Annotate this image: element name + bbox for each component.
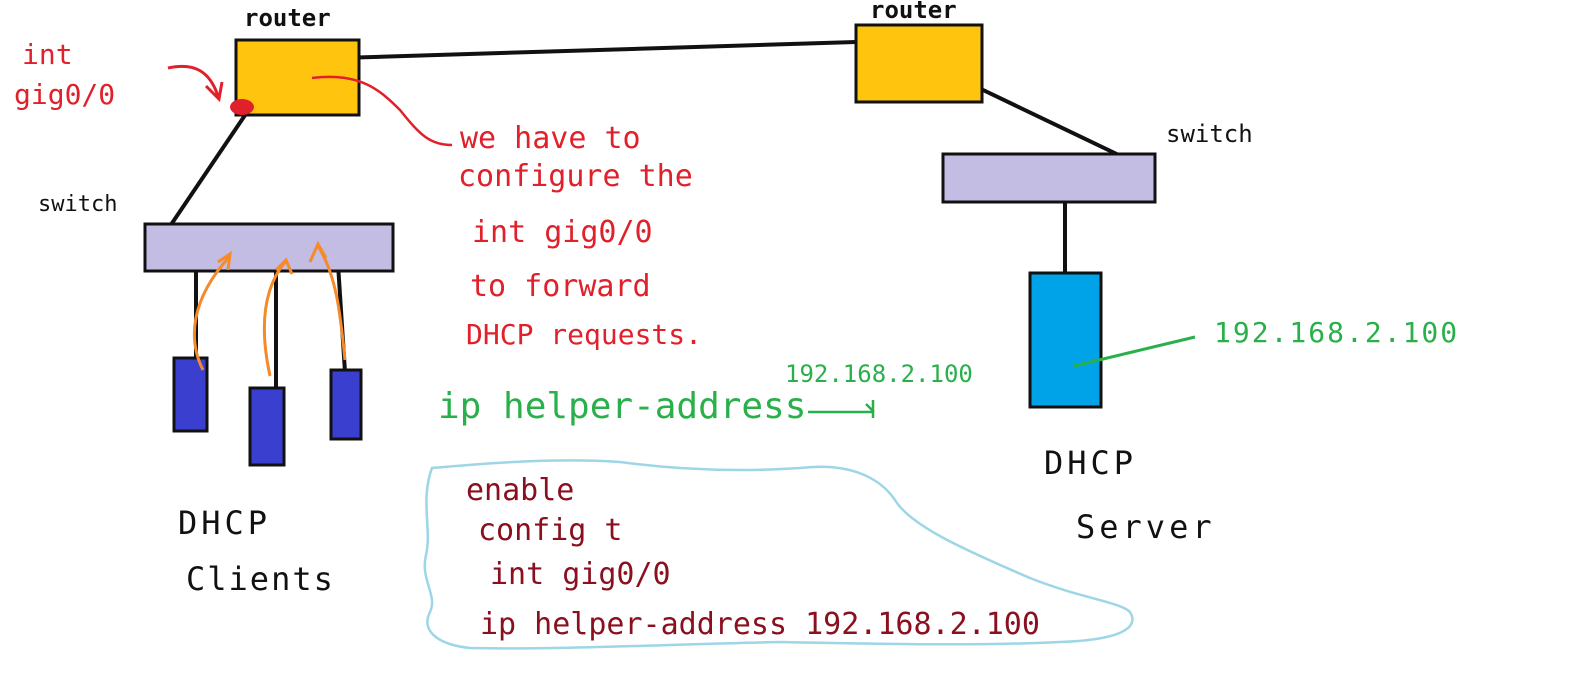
note-line-2: configure the bbox=[458, 159, 693, 194]
command-line-4: ip helper-address 192.168.2.100 bbox=[480, 607, 1040, 642]
command-line-3: int gig0/0 bbox=[490, 557, 671, 592]
right-router bbox=[854, 23, 984, 104]
note-connector bbox=[311, 75, 453, 147]
right-router-to-switch-link bbox=[957, 76, 1126, 160]
clients-label-line2: Clients bbox=[186, 560, 335, 598]
command-line-1: enable bbox=[466, 473, 574, 508]
server-label-line1: DHCP bbox=[1044, 444, 1137, 482]
interface-label-line1: int bbox=[22, 38, 73, 71]
interface-pointer-arrow bbox=[167, 64, 224, 103]
note-line-3: int gig0/0 bbox=[472, 215, 653, 250]
router-to-router-link bbox=[339, 40, 857, 60]
right-switch-label: switch bbox=[1166, 120, 1253, 148]
helper-ip-label: 192.168.2.100 bbox=[785, 360, 973, 388]
left-router bbox=[234, 38, 361, 117]
request-arrow-2 bbox=[262, 257, 294, 377]
interface-marker bbox=[230, 99, 254, 115]
server-ip-label: 192.168.2.100 bbox=[1214, 316, 1459, 349]
request-arrow-3 bbox=[308, 240, 347, 361]
command-cloud bbox=[423, 459, 1134, 650]
right-switch bbox=[941, 152, 1157, 204]
clients-label-line1: DHCP bbox=[178, 504, 271, 542]
command-line-2: config t bbox=[478, 513, 623, 548]
server-label-line2: Server bbox=[1076, 508, 1216, 546]
left-router-to-switch-link bbox=[160, 94, 260, 240]
note-line-4: to forward bbox=[470, 269, 651, 304]
note-line-5: DHCP requests. bbox=[466, 318, 702, 351]
dhcp-server bbox=[1028, 271, 1103, 409]
note-line-1: we have to bbox=[460, 121, 641, 156]
server-ip-pointer bbox=[1073, 335, 1196, 368]
dhcp-client-2 bbox=[248, 386, 286, 467]
dhcp-client-3 bbox=[329, 368, 363, 441]
right-router-label: router bbox=[870, 0, 957, 24]
left-switch bbox=[143, 222, 395, 273]
interface-label-line2: gig0/0 bbox=[14, 78, 115, 111]
left-router-label: router bbox=[244, 4, 331, 32]
helper-address-label: ip helper-address bbox=[438, 386, 806, 427]
request-arrow-1 bbox=[192, 250, 232, 371]
helper-arrow bbox=[808, 400, 875, 418]
left-switch-label: switch bbox=[38, 192, 117, 217]
